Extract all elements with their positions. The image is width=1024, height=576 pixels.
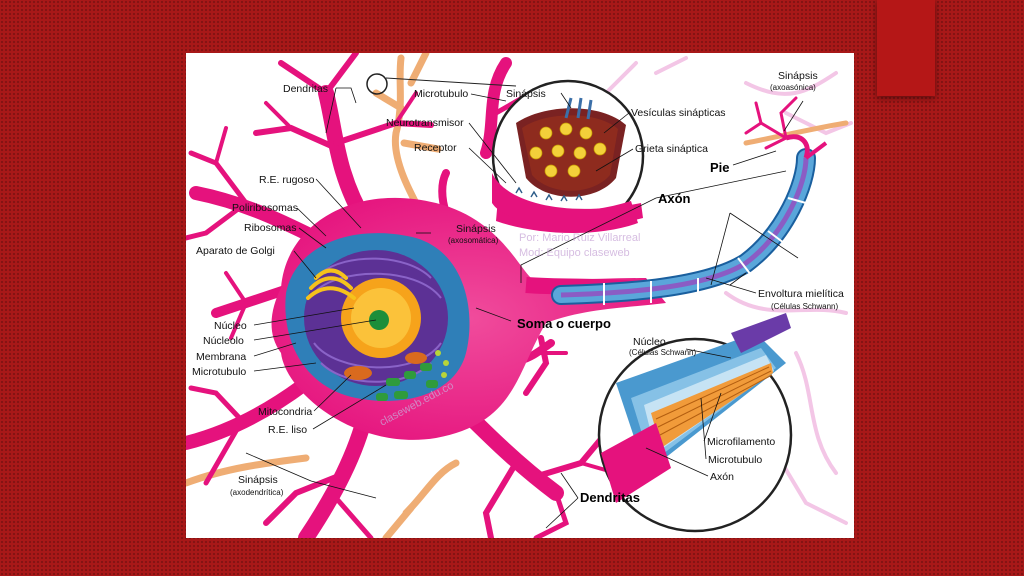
label-poliribosomas: Poliribosomas bbox=[232, 202, 298, 214]
label-dendritas-top: Dendritas bbox=[283, 83, 328, 95]
label-grieta: Grieta sináptica bbox=[635, 143, 708, 155]
label-microtubulo-inset: Microtubulo bbox=[708, 454, 762, 466]
zoom-line bbox=[385, 77, 517, 87]
nucleolus bbox=[369, 310, 389, 330]
label-re-rugoso: R.E. rugoso bbox=[259, 174, 315, 186]
label-axon-inset: Axón bbox=[710, 471, 734, 483]
cell-body-interior bbox=[285, 233, 470, 401]
golgi-apparatus bbox=[306, 268, 356, 300]
axon-terminal bbox=[744, 96, 798, 150]
watermark-author: Por: Mario Ruiz Villarreal bbox=[519, 232, 640, 244]
label-sinapsis-axosomatica: Sinápsis bbox=[456, 223, 496, 235]
label-sinapsis-top: Sinápsis bbox=[506, 88, 546, 100]
label-ribosomas: Ribosomas bbox=[244, 222, 297, 234]
label-sinapsis-axoasonica: Sinápsis bbox=[778, 70, 818, 82]
label-soma: Soma o cuerpo bbox=[517, 316, 611, 331]
synapse-inset bbox=[491, 79, 645, 233]
label-nucleo: Núcleo bbox=[214, 320, 247, 332]
label-axodendritica-sub: (axodendrítica) bbox=[230, 488, 284, 497]
label-envoltura-sub: (Células Schwann) bbox=[771, 302, 838, 311]
neuron-diagram-svg: Dendritas Microtubulo Sinápsis Neurotran… bbox=[186, 53, 853, 538]
label-membrana: Membrana bbox=[196, 351, 246, 363]
watermark-mod: Mod: Equipo claseweb bbox=[519, 247, 630, 259]
label-vesiculas: Vesículas sinápticas bbox=[631, 107, 726, 119]
label-envoltura: Envoltura mielítica bbox=[758, 288, 844, 300]
corner-tab bbox=[877, 0, 935, 96]
zoom-marker bbox=[366, 73, 388, 95]
label-sinapsis-axodendritica: Sinápsis bbox=[238, 474, 278, 486]
faint-dendrites bbox=[604, 56, 853, 525]
label-axoasonica-sub: (axoasónica) bbox=[770, 83, 816, 92]
smooth-er bbox=[376, 363, 438, 401]
label-microfilamento: Microfilamento bbox=[707, 436, 775, 448]
label-microtubulo-left: Microtubulo bbox=[192, 366, 246, 378]
mitochondria bbox=[344, 366, 372, 380]
label-receptor: Receptor bbox=[414, 142, 457, 154]
leader-lines bbox=[245, 87, 804, 529]
label-aparato-golgi: Aparato de Golgi bbox=[196, 245, 275, 257]
label-axosomatica-sub: (axosomática) bbox=[448, 236, 499, 245]
myelinated-axon bbox=[551, 134, 828, 305]
label-pie: Pie bbox=[710, 160, 730, 175]
labels: Dendritas Microtubulo Sinápsis Neurotran… bbox=[192, 70, 844, 505]
label-dendritas-bottom: Dendritas bbox=[580, 490, 640, 505]
label-re-liso: R.E. liso bbox=[268, 424, 307, 436]
label-nucleo-schwann-sub: (Células Schwann) bbox=[629, 348, 696, 357]
label-neurotransmisor: Neurotransmisor bbox=[386, 117, 464, 129]
label-axon: Axón bbox=[658, 191, 691, 206]
label-microtubulo-top: Microtubulo bbox=[414, 88, 468, 100]
label-nucleolo: Núcleolo bbox=[203, 335, 244, 347]
label-mitocondria: Mitocondria bbox=[258, 406, 312, 418]
axon-inset bbox=[597, 313, 793, 533]
neuron-diagram: Dendritas Microtubulo Sinápsis Neurotran… bbox=[186, 53, 854, 538]
label-nucleo-schwann: Núcleo bbox=[633, 336, 666, 348]
